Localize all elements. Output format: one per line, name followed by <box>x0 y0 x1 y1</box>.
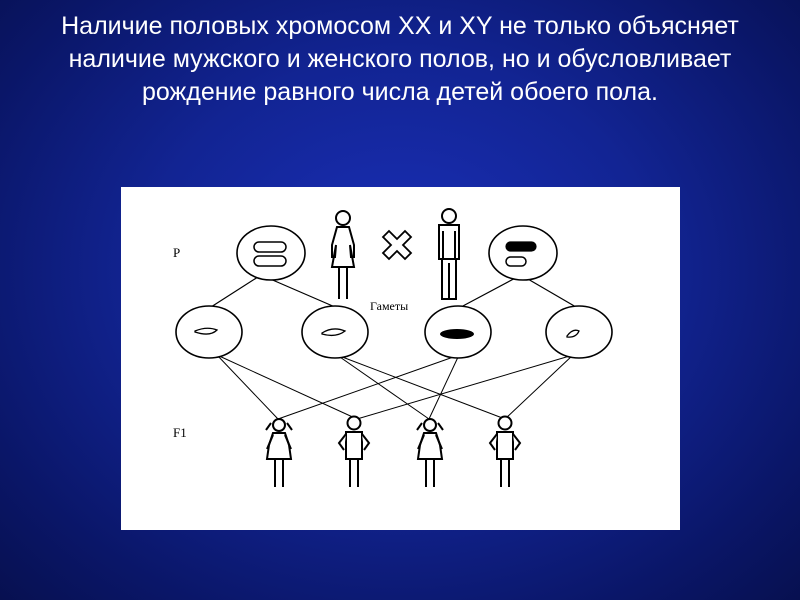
x-chromosome-icon <box>505 241 537 252</box>
x-chromosome-icon <box>253 255 287 267</box>
offspring-girl-2 <box>416 418 444 487</box>
line-father-gamete-4 <box>520 274 577 308</box>
inheritance-diagram: P Гаметы F1 <box>121 187 680 530</box>
gamete-1 <box>175 305 243 359</box>
father-cell <box>488 225 558 281</box>
x-chromosome-icon <box>253 241 287 253</box>
offspring-generation-label: F1 <box>173 425 187 440</box>
cross-icon <box>381 229 413 261</box>
line-g2-f3 <box>336 354 430 420</box>
y-chromosome-icon <box>566 329 580 338</box>
line-g3-f1 <box>277 354 460 420</box>
line-g4-f2 <box>356 354 574 420</box>
x-chromosome-icon <box>321 328 347 337</box>
male-parent-figure <box>438 208 460 300</box>
offspring-boy-2 <box>488 415 522 487</box>
x-chromosome-icon <box>194 327 219 335</box>
gamete-4 <box>545 305 613 359</box>
line-g3-f3 <box>428 354 460 420</box>
gametes-label: Гаметы <box>370 299 408 313</box>
line-g1-f2 <box>216 354 358 420</box>
line-father-gamete-3 <box>460 274 522 308</box>
offspring-girl-1 <box>265 418 293 487</box>
line-g2-f4 <box>336 354 506 420</box>
parent-generation-label: P <box>173 245 180 260</box>
gamete-to-offspring-lines <box>216 354 574 420</box>
line-mother-gamete-1 <box>210 274 262 308</box>
slide-title: Наличие половых хромосом XX и XY не толь… <box>61 12 739 106</box>
y-chromosome-icon <box>505 256 527 267</box>
mother-cell <box>236 225 306 281</box>
x-chromosome-icon <box>440 329 474 339</box>
gamete-3 <box>424 305 492 359</box>
female-parent-figure <box>330 210 356 299</box>
line-g4-f4 <box>504 354 574 420</box>
offspring-boy-1 <box>337 415 371 487</box>
line-g1-f1 <box>216 354 279 420</box>
gamete-2 <box>301 305 369 359</box>
